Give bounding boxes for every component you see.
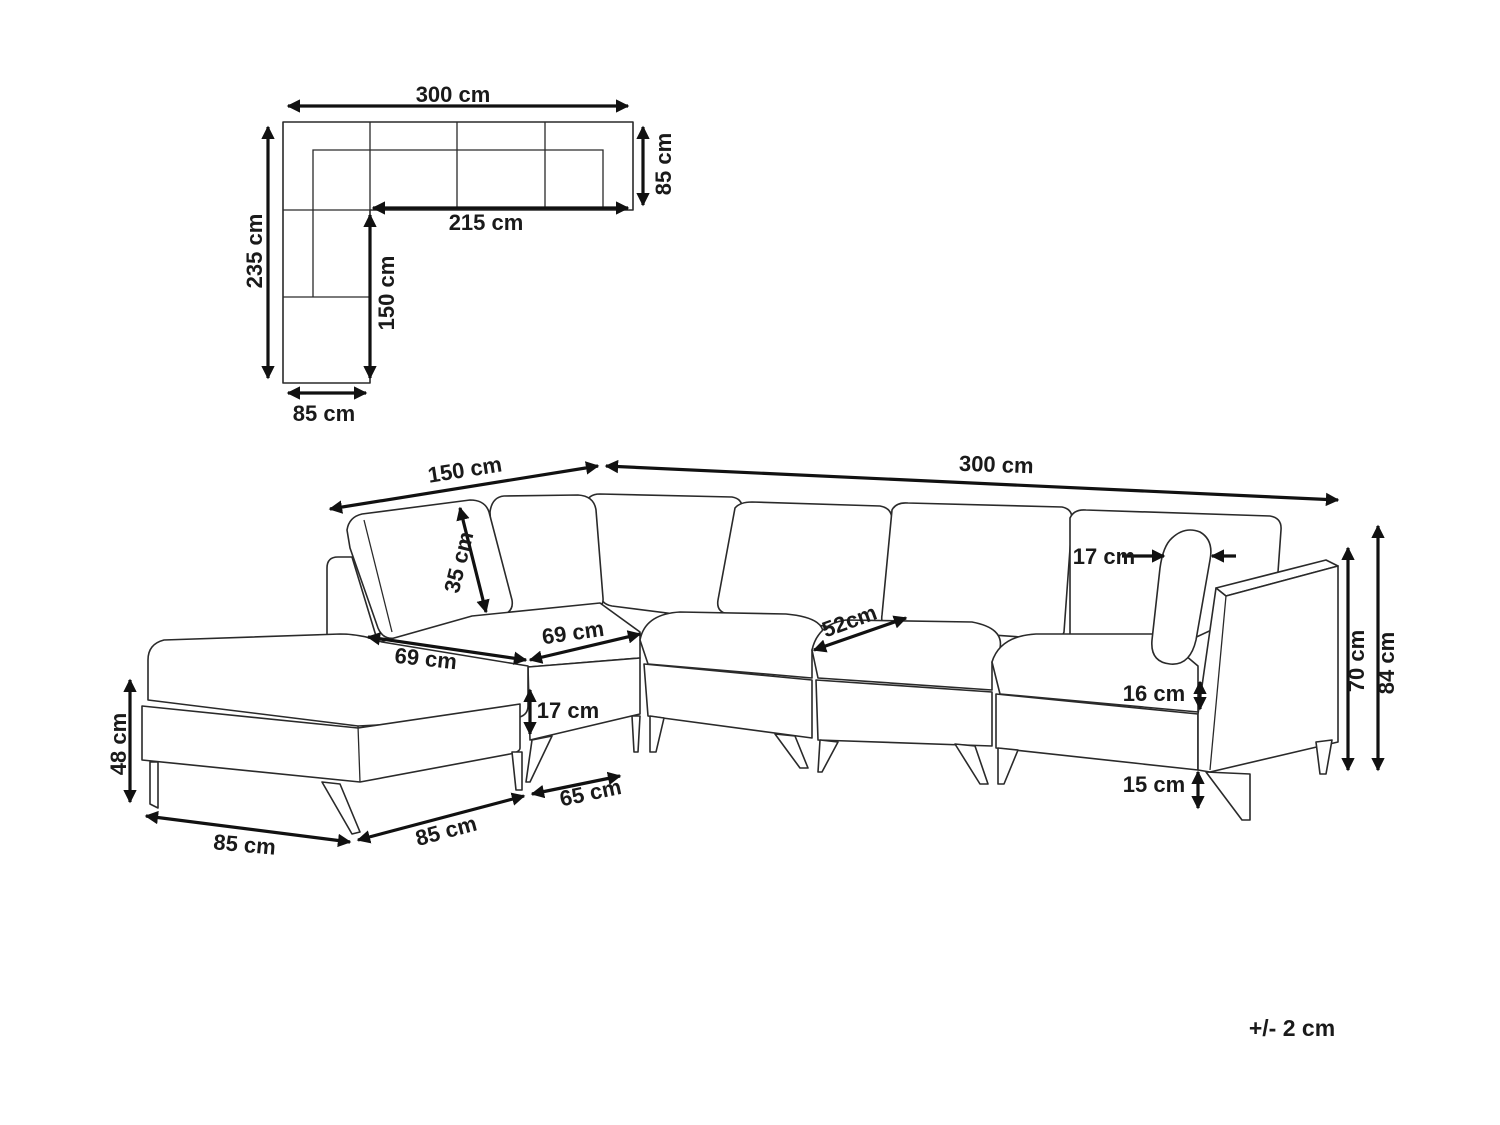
dimension-arrow bbox=[604, 459, 1340, 507]
sofa-leg bbox=[954, 743, 989, 785]
armrest-width-label: 17 cm bbox=[1073, 544, 1135, 569]
sofa-base bbox=[643, 663, 813, 739]
sofa-drawing bbox=[141, 493, 1339, 835]
armrest-edge bbox=[1209, 595, 1227, 771]
sofa-leg bbox=[1315, 739, 1333, 775]
dimension-arrow bbox=[528, 630, 642, 664]
sofa-leg bbox=[149, 761, 159, 809]
tolerance-label: +/- 2 cm bbox=[1249, 1015, 1335, 1041]
back-cushion bbox=[880, 502, 1073, 640]
floor-plan: 300 cm 85 cm 215 cm 235 cm 150 cm 85 cm bbox=[242, 82, 676, 426]
sofa-leg bbox=[525, 735, 553, 783]
dimension-arrow bbox=[812, 615, 908, 653]
base-height-label: 17 cm bbox=[537, 698, 599, 723]
sofa-leg bbox=[511, 751, 523, 791]
dimension-arrow bbox=[328, 461, 600, 514]
dimension-arrow bbox=[456, 506, 490, 614]
floor-plan-inner-length-label: 215 cm bbox=[449, 210, 524, 235]
seat-height-label: 70 cm bbox=[1344, 630, 1369, 692]
cushion-seam bbox=[363, 519, 393, 633]
sofa-leg bbox=[997, 747, 1019, 785]
module-depth-label: 65 cm bbox=[557, 774, 623, 811]
back-height-label: 84 cm bbox=[1374, 632, 1399, 694]
floor-plan-backrest-line bbox=[312, 149, 604, 297]
ottoman-edge bbox=[357, 725, 361, 783]
dimension-arrow bbox=[530, 771, 622, 799]
floor-plan-total-length-label: 235 cm bbox=[242, 214, 267, 289]
sofa-leg bbox=[631, 715, 641, 753]
floor-plan-depth-label: 85 cm bbox=[651, 133, 676, 195]
dimension-arrow bbox=[356, 792, 526, 844]
sofa-leg bbox=[1205, 771, 1251, 821]
right-armrest-side bbox=[1197, 565, 1339, 773]
floor-plan-chaise-inner-label: 150 cm bbox=[374, 256, 399, 331]
sofa-base bbox=[815, 679, 993, 747]
sofa-leg bbox=[774, 733, 809, 769]
sofa-leg bbox=[321, 781, 361, 835]
sofa-leg bbox=[817, 739, 839, 773]
right-back-cushion bbox=[1151, 529, 1212, 665]
floor-plan-width-label: 300 cm bbox=[416, 82, 491, 107]
leg-height-label: 15 cm bbox=[1123, 772, 1185, 797]
sofa-leg bbox=[649, 715, 665, 753]
dimension-arrow bbox=[144, 810, 352, 848]
ottoman-width-label: 85 cm bbox=[212, 829, 276, 859]
ottoman-height-label: 48 cm bbox=[106, 713, 131, 775]
floor-plan-chaise-width-label: 85 cm bbox=[293, 401, 355, 426]
floor-plan-outline bbox=[282, 121, 634, 384]
dimension-arrow bbox=[366, 632, 528, 665]
seat-thickness-label: 16 cm bbox=[1123, 681, 1185, 706]
total-width-label: 300 cm bbox=[959, 451, 1034, 479]
